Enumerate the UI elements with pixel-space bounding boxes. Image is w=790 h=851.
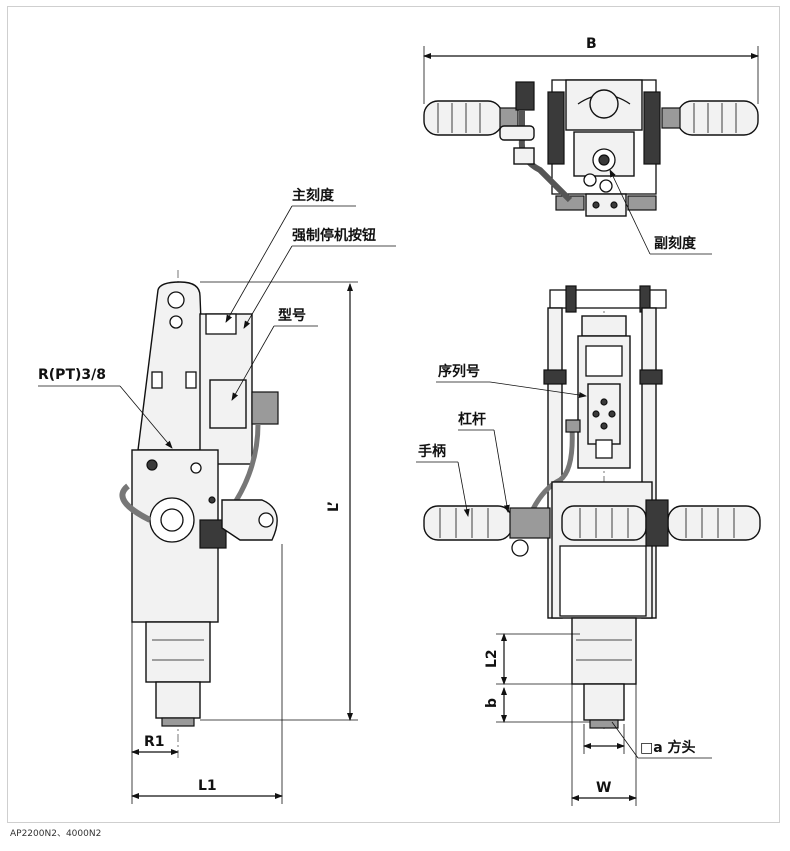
- label-lever: 杠杆: [458, 411, 486, 428]
- dimension-lines: [131, 46, 759, 806]
- leader-lines: [38, 169, 712, 759]
- dim-label-l1: L1: [198, 778, 217, 794]
- label-main-scale: 主刻度: [292, 187, 335, 204]
- dim-label-r1: R1: [144, 734, 165, 750]
- dim-label-b-small: b: [484, 698, 500, 708]
- label-handle: 手柄: [418, 443, 446, 460]
- dim-label-l-prime: L’: [326, 501, 342, 512]
- front-right-handle: [561, 499, 761, 547]
- front-left-handle: [423, 505, 551, 557]
- label-sub-scale: 副刻度: [654, 235, 697, 252]
- dim-label-w: W: [596, 780, 611, 796]
- label-model-number: 型号: [278, 307, 306, 324]
- label-serial-number: 序列号: [438, 363, 480, 380]
- front-view: [423, 285, 761, 730]
- footer-models: AP2200N2、4000N2: [10, 829, 101, 839]
- label-emergency-stop-button: 强制停机按钮: [292, 227, 376, 244]
- drawing-frame: [7, 6, 780, 823]
- label-square-drive: □a 方头: [640, 739, 696, 756]
- top-view: [423, 79, 759, 217]
- side-view: [119, 270, 279, 760]
- label-port-size: R(PT)3/8: [38, 367, 106, 383]
- dim-label-b: B: [586, 36, 597, 52]
- dim-label-l2: L2: [484, 649, 500, 668]
- top-right-handle: [661, 100, 759, 136]
